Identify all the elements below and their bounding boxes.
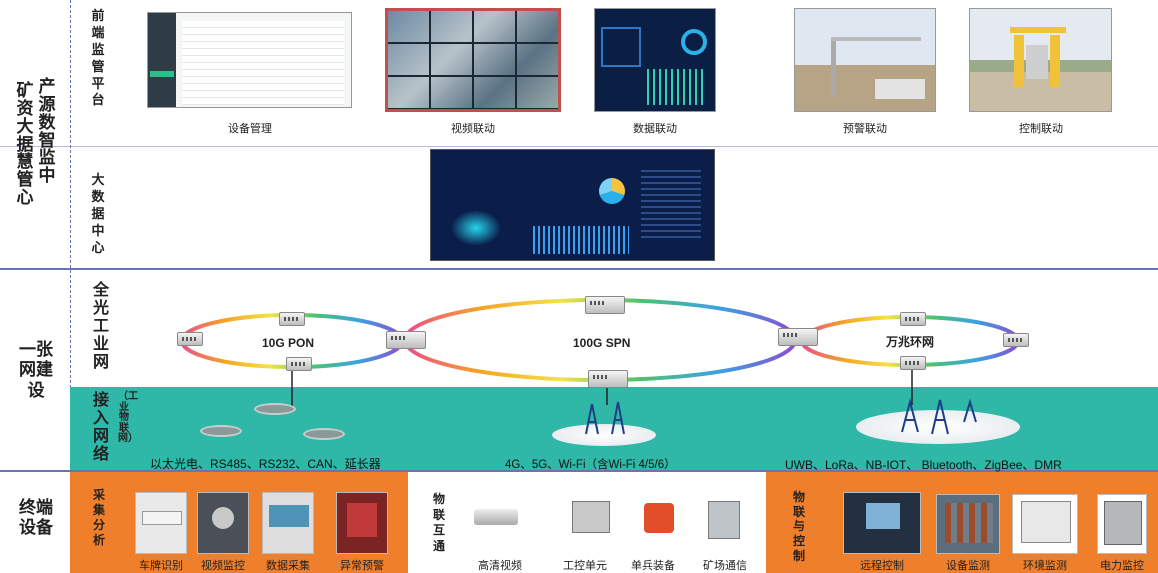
front-item-label: 预警联动 (843, 123, 887, 135)
ring-label-pon: 10G PON (262, 336, 315, 350)
tower-icon (901, 398, 977, 435)
column-divider (70, 0, 71, 573)
front-item-label: 数据联动 (633, 123, 677, 135)
base-station-platform (552, 424, 656, 446)
row-label-iot-control: 物联与控制 (792, 490, 805, 563)
terminal-label: 电力监控 (1100, 560, 1144, 572)
front-item-label: 设备管理 (228, 123, 272, 135)
hd-camera-image (470, 495, 530, 547)
control-unit-image (560, 495, 620, 547)
control-linkage-photo (969, 8, 1112, 112)
platform-title-col1: 矿资大据慧管心 (16, 81, 34, 208)
row-label-access-sub: （工业物联网） (118, 391, 138, 444)
equipment-monitoring-image (936, 494, 1000, 554)
row-label-bigdata: 大数据中心 (91, 172, 105, 255)
data-collection-image (262, 492, 314, 554)
switch-icon (286, 357, 312, 371)
switch-icon (900, 356, 926, 370)
remote-control-image (843, 492, 921, 554)
terminal-label: 远程控制 (860, 560, 904, 572)
tower-icon (585, 401, 625, 435)
terminal-label: 环境监测 (1023, 560, 1067, 572)
video-linkage-wall (385, 8, 561, 112)
divider-network (0, 268, 1158, 270)
switch-icon (1003, 333, 1029, 347)
protocols-left: 以太光电、RS485、RS232、CAN、延长器 (150, 457, 381, 471)
terminal-label: 数据采集 (266, 560, 310, 572)
terminal-label: 单兵装备 (631, 560, 675, 572)
terminal-label: 设备监测 (946, 560, 990, 572)
terminal-label: 异常预警 (340, 560, 384, 572)
anomaly-warning-image (336, 492, 388, 554)
switch-icon (386, 331, 426, 349)
power-monitoring-image (1097, 494, 1147, 554)
divider-terminal (0, 470, 1158, 472)
row-label-front: 前端监管平台 (91, 8, 105, 108)
protocols-right: UWB、LoRa、NB-IOT、 Bluetooth、ZigBee、DMR (785, 458, 1062, 472)
front-item-label: 视频联动 (451, 123, 495, 135)
license-plate-camera-image (135, 492, 187, 554)
switch-icon (279, 312, 305, 326)
router-icon (200, 425, 242, 437)
terminal-label: 矿场通信 (703, 560, 747, 572)
front-item-label: 控制联动 (1019, 123, 1063, 135)
row-label-optical: 全光工业网 (92, 282, 109, 371)
terminal-title: 终端设备 (19, 498, 53, 538)
row-label-iot-interop: 物联互通 (432, 492, 445, 553)
switch-icon (588, 370, 628, 388)
switch-icon (900, 312, 926, 326)
row-label-collect: 采集分析 (92, 488, 105, 547)
switch-icon (177, 332, 203, 346)
switch-icon (778, 328, 818, 346)
environment-monitoring-image (1012, 494, 1078, 554)
platform-title-col2: 产源数智监中 (38, 77, 56, 186)
switch-icon (585, 296, 625, 314)
ring-label-10g: 万兆环网 (886, 335, 935, 349)
terminal-label: 视频监控 (201, 560, 245, 572)
terminal-label: 高清视频 (478, 560, 522, 572)
row-label-access: 接入网络 (92, 392, 109, 463)
router-icon (254, 403, 296, 415)
divider-platform (0, 146, 1158, 147)
protocols-center: 4G、5G、Wi-Fi（含Wi-Fi 4/5/6） (505, 459, 676, 471)
mine-communication-image (700, 495, 750, 547)
warning-linkage-photo (794, 8, 936, 112)
bigdata-dashboard-photo (430, 149, 715, 261)
router-icon (303, 428, 345, 440)
terminal-label: 工控单元 (563, 560, 607, 572)
base-station-platform (856, 410, 1020, 444)
data-linkage-dashboard (594, 8, 716, 112)
video-monitor-image (197, 492, 249, 554)
construction-title: 一张网建设 (19, 340, 53, 400)
device-management-screenshot (147, 12, 352, 108)
ring-label-spn: 100G SPN (573, 336, 631, 350)
terminal-label: 车牌识别 (139, 560, 183, 572)
individual-gear-image (630, 495, 690, 547)
